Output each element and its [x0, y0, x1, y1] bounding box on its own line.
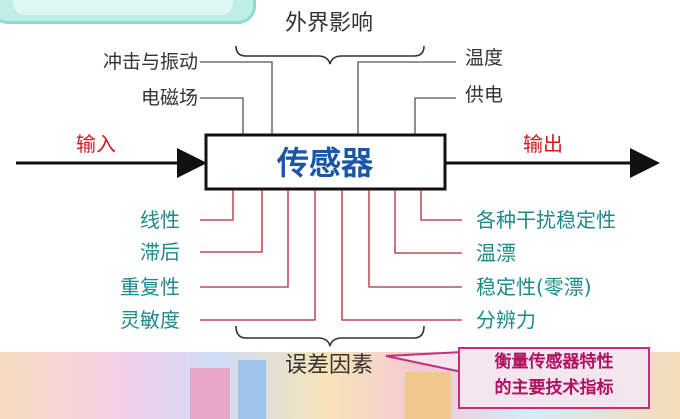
sensor-label: 传感器	[276, 144, 374, 182]
connector-interference-stability	[420, 190, 462, 221]
top-brace	[235, 45, 425, 65]
connector-power	[414, 97, 456, 134]
decorative-building-center	[238, 360, 266, 419]
connector-resolution	[341, 190, 462, 321]
error-label-zero-drift: 稳定性(零漂)	[476, 275, 592, 299]
decorative-building-right	[405, 372, 451, 419]
decorative-top-bubble	[0, 0, 256, 24]
callout-box: 衡量传感器特性 的主要技术指标	[458, 347, 650, 409]
connector-linearity	[200, 190, 234, 221]
sensor-box	[204, 133, 447, 191]
callout-line-2: 的主要技术指标	[494, 378, 614, 398]
bottom-brace	[235, 325, 425, 347]
connector-emfield	[200, 97, 244, 134]
error-label-temperature-drift: 温漂	[476, 241, 516, 265]
connector-repeatability	[200, 190, 289, 288]
error-factors-title: 误差因素	[285, 353, 373, 378]
external-influences-title: 外界影响	[285, 11, 373, 36]
error-label-linearity: 线性	[140, 208, 180, 232]
error-label-sensitivity: 灵敏度	[120, 308, 180, 332]
external-label-temperature: 温度	[465, 47, 503, 69]
callout-line-1: 衡量传感器特性	[494, 352, 614, 372]
connector-sensitivity	[200, 190, 316, 321]
callout-pointer	[385, 350, 463, 374]
error-label-hysteresis: 滞后	[140, 240, 180, 264]
connector-shock	[200, 61, 273, 134]
external-label-shock: 冲击与振动	[103, 51, 198, 73]
error-label-resolution: 分辨力	[476, 308, 536, 332]
error-label-repeatability: 重复性	[120, 275, 180, 299]
connector-temperature	[357, 61, 456, 134]
external-label-emfield: 电磁场	[141, 87, 198, 109]
decorative-building-left	[190, 368, 230, 419]
connector-zero-drift	[368, 190, 462, 288]
connector-temperature-drift	[394, 190, 462, 254]
error-label-interference-stability: 各种干扰稳定性	[476, 208, 616, 232]
connector-hysteresis	[200, 190, 263, 253]
external-label-power: 供电	[465, 84, 503, 106]
input-label: 输入	[76, 132, 116, 156]
output-label: 输出	[523, 132, 563, 156]
